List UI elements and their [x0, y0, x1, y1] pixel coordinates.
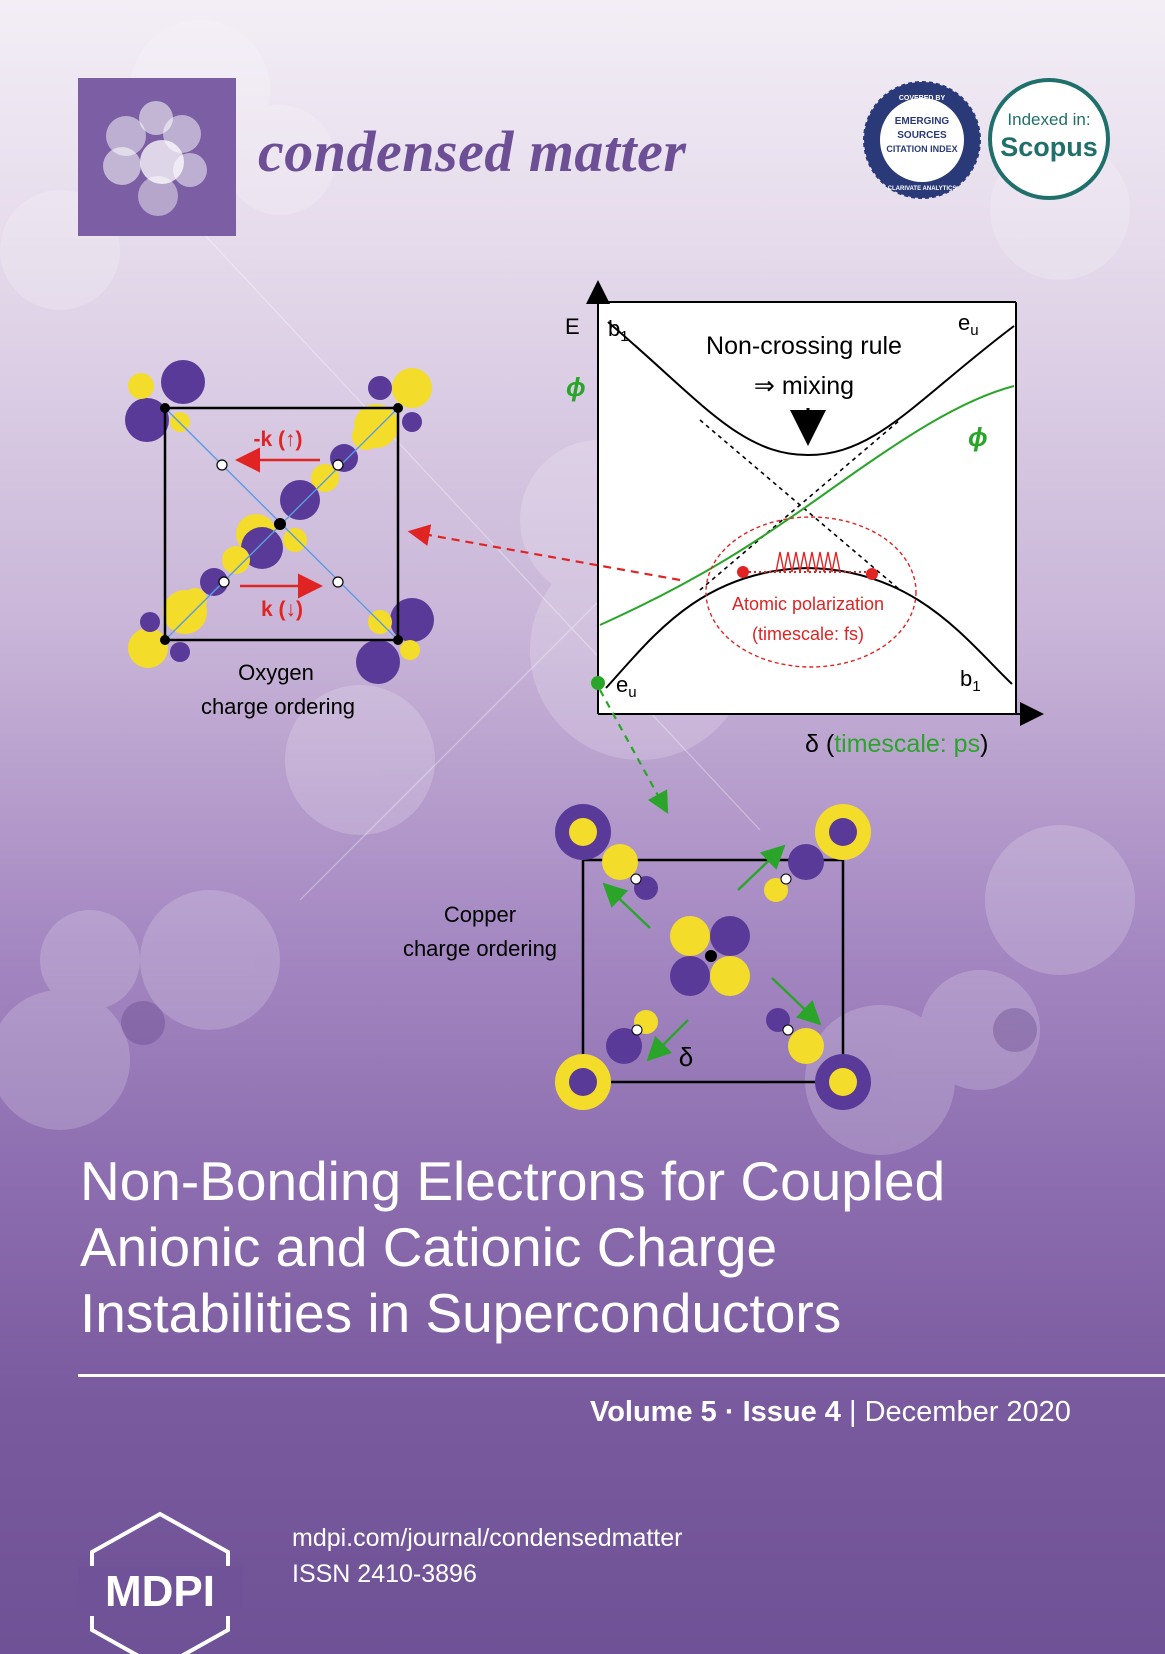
- mdpi-logo: MDPI: [78, 1511, 243, 1654]
- band-diagram-panel: [598, 302, 1016, 714]
- issn: ISSN 2410-3896: [292, 1560, 477, 1588]
- issue-separator: ·: [724, 1396, 735, 1428]
- band-eu-top: eu: [958, 310, 979, 339]
- esci-top-text: COVERED BY: [899, 95, 946, 102]
- volume-label: Volume 5: [590, 1396, 717, 1428]
- oxygen-caption-2: charge ordering: [201, 694, 355, 719]
- article-title-line-1: Non-Bonding Electrons for Coupled: [80, 1150, 946, 1212]
- copper-cell-frame: [581, 858, 845, 1084]
- issue-label: Issue 4: [742, 1396, 841, 1428]
- red-connector-arrow: [407, 524, 681, 582]
- esci-line-2: SOURCES: [897, 130, 947, 141]
- axis-x-label: δ (timescale: ps): [805, 730, 988, 758]
- oxygen-k-down-label: k (↓): [261, 598, 303, 621]
- issue-bar: |: [848, 1396, 857, 1428]
- oxygen-corner-orbitals: [125, 360, 434, 684]
- mixing-text: ⇒ mixing: [754, 372, 854, 400]
- band-b1-bottom: b1: [960, 666, 981, 695]
- green-origin-dot: [591, 676, 605, 690]
- band-b1-top: b1: [608, 316, 629, 345]
- polarization-dot-left: [737, 566, 749, 578]
- esci-bottom-text: CLARIVATE ANALYTICS: [888, 186, 957, 192]
- article-title: Non-Bonding Electrons for Coupled Anioni…: [80, 1148, 1100, 1346]
- noncrossing-rule-text: Non-crossing rule: [706, 332, 902, 360]
- issue-date: December 2020: [864, 1396, 1071, 1428]
- oxygen-cell-frame: [163, 406, 400, 642]
- issue-info: Volume 5 · Issue 4 | December 2020: [590, 1396, 1071, 1429]
- journal-logo: [78, 78, 236, 236]
- copper-caption-2: charge ordering: [403, 936, 557, 961]
- scopus-label: Scopus: [1000, 132, 1098, 162]
- scopus-badge: Indexed in: Scopus: [988, 78, 1110, 200]
- journal-url[interactable]: mdpi.com/journal/condensedmatter: [292, 1524, 683, 1552]
- esci-badge: COVERED BY EMERGING SOURCES CITATION IND…: [863, 81, 981, 199]
- article-title-line-3: Instabilities in Superconductors: [80, 1282, 842, 1344]
- phi-label-right: ϕ: [968, 422, 988, 452]
- title-divider: [78, 1374, 1165, 1377]
- oxygen-cell: -k (↑) k (↓) Oxygen charge ordering: [125, 360, 434, 719]
- copper-delta-label: δ: [679, 1042, 693, 1072]
- esci-line-3: CITATION INDEX: [886, 144, 957, 154]
- article-title-line-2: Anionic and Cationic Charge: [80, 1216, 778, 1278]
- band-eu-bottom: eu: [616, 672, 637, 701]
- oxygen-diagonal-orbitals: [183, 422, 380, 612]
- journal-name: condensed matter: [258, 119, 687, 184]
- polarization-ellipse: [705, 516, 917, 668]
- esci-line-1: EMERGING: [895, 116, 950, 127]
- lower-band: [605, 566, 1013, 689]
- upper-band: [607, 321, 1015, 457]
- copper-cell: δ Copper charge ordering: [403, 804, 871, 1110]
- polarization-timescale-text: (timescale: fs): [752, 624, 864, 644]
- copper-caption-1: Copper: [444, 902, 516, 927]
- band-diagram: E ϕ ϕ b1 eu eu b1 Non-crossing rule ⇒ mi…: [565, 280, 1044, 758]
- polarization-text: Atomic polarization: [732, 594, 884, 614]
- mdpi-logo-text: MDPI: [105, 1567, 215, 1616]
- axis-y-label: E: [565, 314, 580, 339]
- polarization-dot-right: [866, 568, 878, 580]
- phi-label-left: ϕ: [566, 372, 586, 402]
- green-connector-arrow: [599, 689, 669, 814]
- cover-figure: E ϕ ϕ b1 eu eu b1 Non-crossing rule ⇒ mi…: [125, 280, 1044, 1110]
- oxygen-k-up-label: -k (↑): [254, 428, 303, 451]
- phi-curve: [599, 385, 1015, 626]
- scopus-indexed-label: Indexed in:: [1007, 110, 1091, 129]
- oxygen-caption-1: Oxygen: [238, 660, 314, 685]
